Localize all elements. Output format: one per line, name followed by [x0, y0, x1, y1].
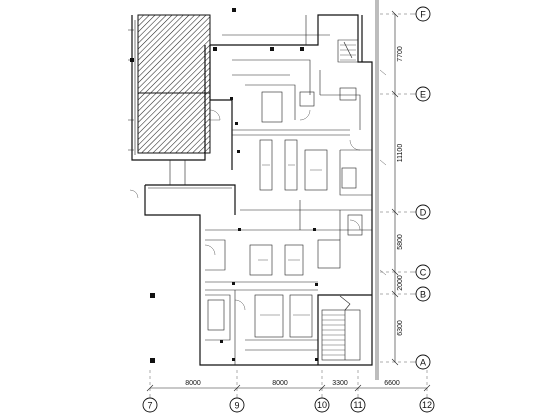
dim-h-2: 8000 [272, 380, 288, 387]
fixture-tables [207, 87, 363, 338]
axis-label-9: 9 [234, 401, 239, 411]
dim-h-1: 8000 [185, 380, 201, 387]
axis-bubble-9 [229, 397, 245, 413]
axis-bubble-F [415, 6, 431, 22]
axis-label-10: 10 [317, 400, 327, 410]
stair [321, 295, 361, 361]
axis-label-C: C [420, 268, 427, 278]
dim-h-4: 6600 [384, 380, 400, 387]
axis-bubble-A [415, 354, 431, 370]
axis-bubble-11 [350, 397, 366, 413]
axis-label-D: D [420, 208, 427, 218]
door-swings [129, 109, 361, 311]
axis-label-7: 7 [147, 401, 152, 411]
axis-label-B: B [420, 290, 426, 300]
hatched-structural-block [128, 14, 211, 161]
vertical-dimension-chain: 7700 11100 5800 2000 6300 [391, 10, 404, 366]
axis-label-11: 11 [353, 400, 362, 410]
interior-partitions [169, 59, 372, 365]
axis-bubble-10 [314, 397, 330, 413]
dim-v-4: 2000 [397, 275, 404, 291]
axis-bubble-E [415, 86, 431, 102]
dim-v-3: 5800 [397, 234, 404, 250]
building-outline [138, 14, 373, 366]
axis-bubble-D [415, 204, 431, 220]
equipment-marks [130, 8, 318, 363]
axis-bubble-B [415, 286, 431, 302]
dim-h-3: 3300 [332, 380, 348, 387]
axis-bubble-C [415, 264, 431, 280]
axis-bubble-7 [142, 397, 158, 413]
site-boundary [375, 0, 387, 380]
dim-v-1: 7700 [397, 46, 404, 62]
stair-upper [337, 39, 359, 63]
axis-label-E: E [420, 90, 426, 100]
axis-label-F: F [420, 10, 426, 20]
axis-label-A: A [420, 358, 426, 368]
column-axis-bubbles: 7 9 10 11 12 [142, 395, 435, 413]
horizontal-dimension-chain: 8000 8000 3300 6600 [146, 380, 431, 392]
axis-bubble-12 [419, 397, 435, 413]
dim-v-2: 11100 [397, 144, 404, 163]
axis-label-12: 12 [422, 400, 432, 410]
dim-v-5: 6300 [397, 320, 404, 336]
row-axis-bubbles: F E D C B A [410, 6, 431, 370]
